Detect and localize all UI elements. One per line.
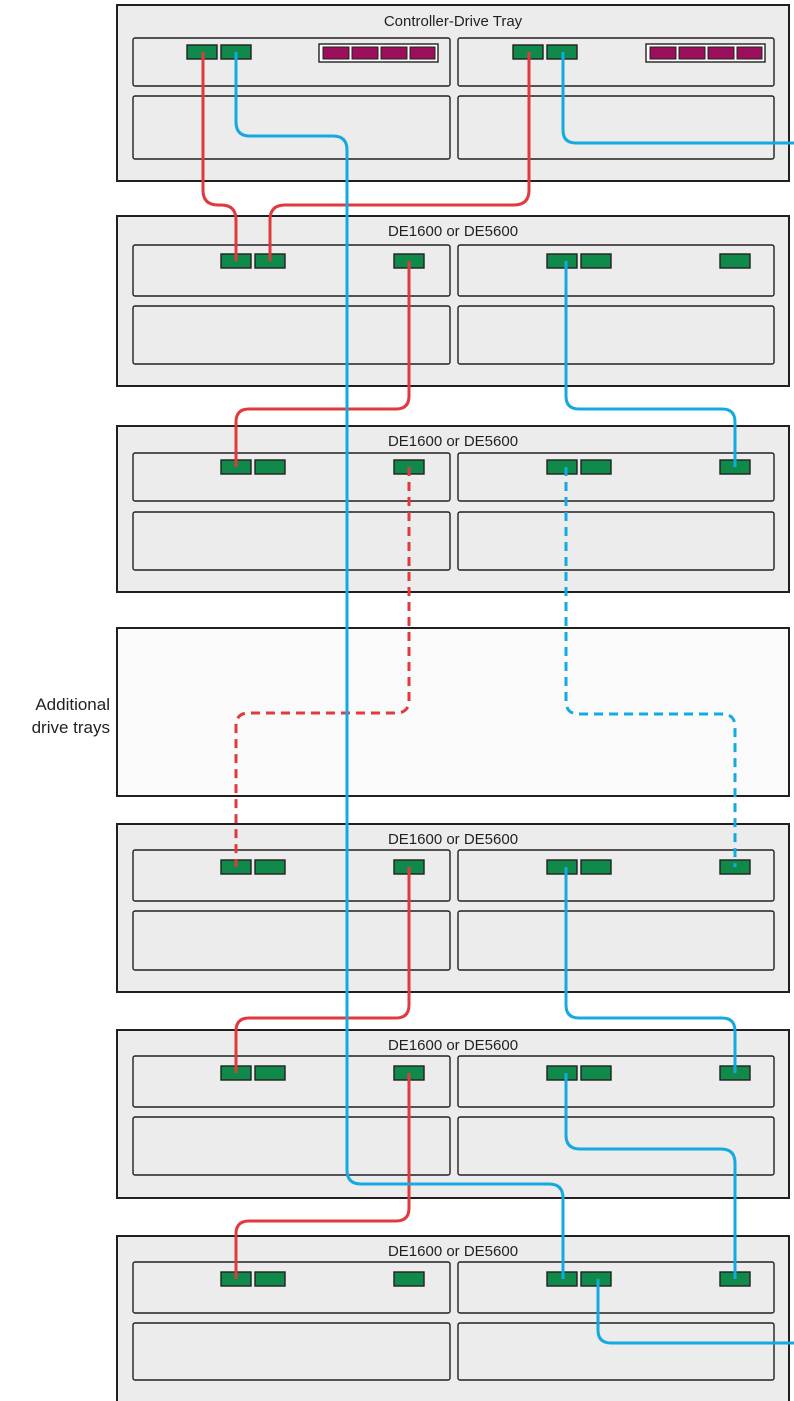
esm-a bbox=[132, 1261, 451, 1314]
cable bbox=[234, 52, 565, 1279]
esm-a bbox=[132, 849, 451, 902]
esm-b bbox=[457, 452, 775, 502]
tray-label: DE1600 or DE5600 bbox=[388, 831, 518, 848]
additional-label-line2: drive trays bbox=[32, 718, 110, 737]
tray-label: DE1600 or DE5600 bbox=[388, 223, 518, 240]
sas-in-port bbox=[254, 459, 286, 475]
sas-in-port bbox=[254, 859, 286, 875]
additional-drive-trays: Additional drive trays bbox=[32, 627, 790, 797]
lower-module-right bbox=[457, 1116, 775, 1176]
lower-module-right bbox=[457, 910, 775, 971]
sas-in-port bbox=[546, 1065, 578, 1081]
cable bbox=[268, 52, 531, 261]
cable bbox=[201, 52, 238, 261]
additional-label-line1: Additional bbox=[35, 695, 110, 714]
cable-dashed bbox=[564, 467, 737, 867]
sas-in-port bbox=[546, 859, 578, 875]
host-ports-b bbox=[645, 43, 766, 63]
drive-tray-1: DE1600 or DE5600 bbox=[116, 215, 790, 387]
lower-module-right bbox=[457, 95, 775, 160]
sas-in-port bbox=[254, 1271, 286, 1287]
esm-a bbox=[132, 244, 451, 297]
sas-in-port bbox=[580, 859, 612, 875]
lower-module-left bbox=[132, 305, 451, 365]
esm-b bbox=[457, 1055, 775, 1108]
drive-tray-5: DE1600 or DE5600 bbox=[116, 1235, 790, 1401]
lower-module-left bbox=[132, 511, 451, 571]
sas-in-port bbox=[580, 459, 612, 475]
sas-in-port bbox=[546, 253, 578, 269]
drive-tray-2: DE1600 or DE5600 bbox=[116, 425, 790, 593]
tray-label: Controller-Drive Tray bbox=[384, 13, 523, 30]
cable bbox=[234, 1073, 411, 1279]
cables-red bbox=[201, 52, 531, 1279]
sas-in-port bbox=[580, 253, 612, 269]
lower-module-left bbox=[132, 95, 451, 160]
esm-b bbox=[457, 244, 775, 297]
tray-label: DE1600 or DE5600 bbox=[388, 1243, 518, 1260]
drive-tray-3: DE1600 or DE5600 bbox=[116, 823, 790, 993]
sas-in-port bbox=[254, 1065, 286, 1081]
lower-module-left bbox=[132, 1116, 451, 1176]
lower-module-right bbox=[457, 1322, 775, 1381]
cable bbox=[234, 261, 411, 467]
cable bbox=[564, 867, 737, 1073]
tray-label: DE1600 or DE5600 bbox=[388, 1037, 518, 1054]
sas-in-port bbox=[580, 1065, 612, 1081]
esm-b bbox=[457, 849, 775, 902]
lower-module-right bbox=[457, 305, 775, 365]
additional-trays-box bbox=[116, 627, 790, 797]
esm-b bbox=[457, 1261, 775, 1314]
drive-tray-4: DE1600 or DE5600 bbox=[116, 1029, 790, 1199]
cables-blue bbox=[234, 52, 794, 1345]
lower-module-left bbox=[132, 910, 451, 971]
cable bbox=[564, 1073, 737, 1279]
cable bbox=[234, 867, 411, 1073]
sas-out-port bbox=[393, 1271, 425, 1287]
cable bbox=[561, 52, 794, 145]
controller-drive-tray: Controller-Drive Tray bbox=[116, 4, 790, 182]
tray-label: DE1600 or DE5600 bbox=[388, 433, 518, 450]
lower-module-right bbox=[457, 511, 775, 571]
sas-in-port bbox=[580, 1271, 612, 1287]
lower-module-left bbox=[132, 1322, 451, 1381]
esm-a bbox=[132, 452, 451, 502]
host-ports-a bbox=[318, 43, 439, 63]
esm-a bbox=[132, 1055, 451, 1108]
cable bbox=[596, 1279, 794, 1345]
sas-in-port bbox=[546, 459, 578, 475]
cable bbox=[564, 261, 737, 467]
sas-out-port bbox=[719, 253, 751, 269]
